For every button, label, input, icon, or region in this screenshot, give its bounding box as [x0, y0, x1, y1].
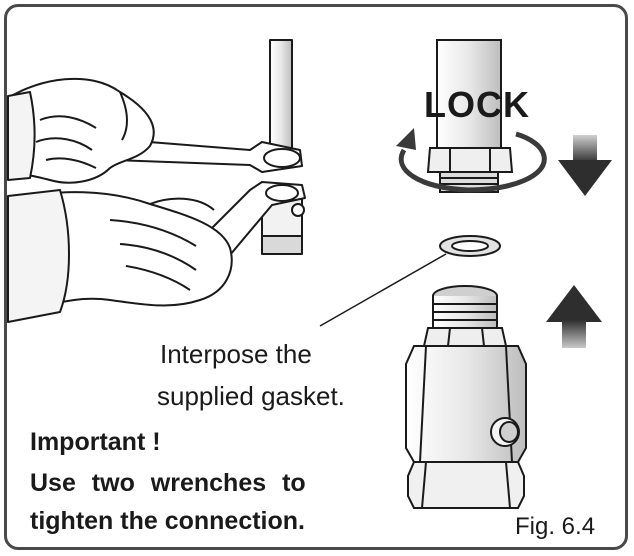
- upper-hand: [7, 77, 155, 184]
- gasket-instruction-line2: supplied gasket.: [157, 381, 345, 411]
- upper-fitting: [426, 39, 514, 193]
- rotation-arrow-icon: [396, 128, 547, 193]
- down-arrow-icon: [558, 135, 612, 196]
- lock-label: LOCK: [424, 84, 530, 125]
- figure-caption: Fig. 6.4: [515, 513, 596, 540]
- vertical-pipe: [269, 39, 293, 161]
- gasket-instruction-line1: Interpose the: [160, 339, 312, 369]
- sleeve-upper: [7, 91, 36, 181]
- important-line2: tighten the connection.: [30, 507, 305, 535]
- gasket-leader-line: [319, 253, 447, 327]
- sleeve-lower: [7, 189, 70, 323]
- hands-with-wrenches: [7, 39, 306, 323]
- upper-nut: [426, 147, 514, 173]
- lower-valve: [405, 285, 527, 509]
- important-title: Important !: [30, 428, 161, 456]
- up-arrow-icon: [546, 285, 602, 348]
- gasket: [439, 235, 501, 257]
- important-line1: Use two wrenches to: [30, 469, 306, 497]
